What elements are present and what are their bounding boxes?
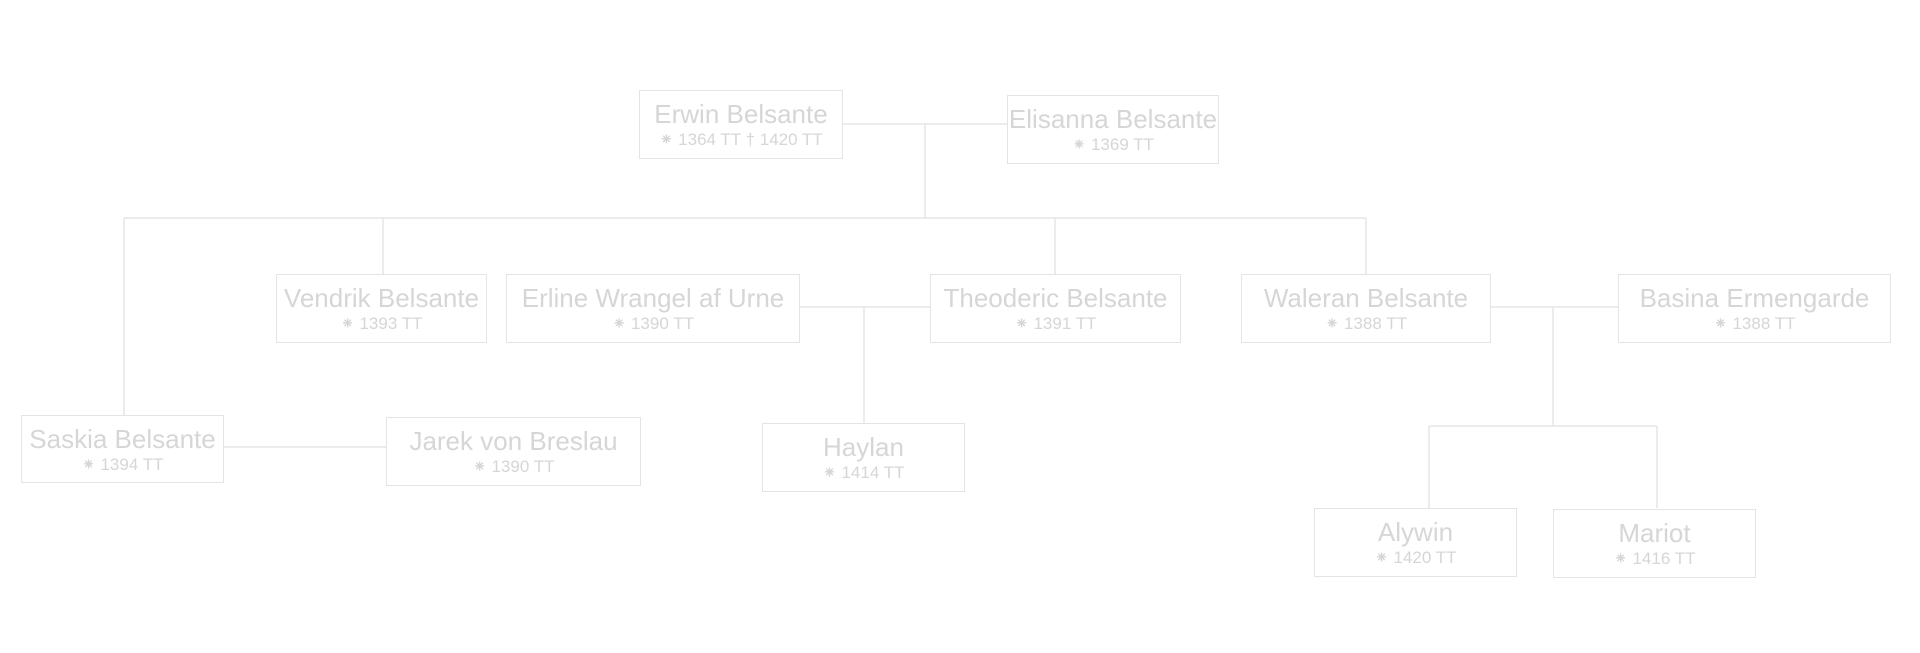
person-dates: ⁕ 1369 TT — [1072, 135, 1154, 154]
person-dates: ⁕ 1416 TT — [1613, 549, 1696, 568]
person-basina-ermengarde[interactable]: Basina Ermengarde ⁕ 1388 TT — [1618, 274, 1891, 343]
person-dates: ⁕ 1420 TT — [1374, 548, 1457, 567]
person-dates: ⁕ 1388 TT — [1713, 314, 1796, 333]
person-name: Waleran Belsante — [1263, 283, 1469, 313]
person-jarek-von-breslau[interactable]: Jarek von Breslau ⁕ 1390 TT — [386, 417, 641, 486]
person-theoderic-belsante[interactable]: Theoderic Belsante ⁕ 1391 TT — [930, 274, 1181, 343]
person-name: Erline Wrangel af Urne — [521, 283, 785, 313]
person-dates: ⁕ 1390 TT — [612, 314, 694, 333]
person-dates: ⁕ 1364 TT † 1420 TT — [659, 130, 823, 149]
person-name: Elisanna Belsante — [1008, 104, 1218, 134]
person-name: Erwin Belsante — [654, 99, 828, 129]
person-name: Mariot — [1618, 518, 1691, 548]
person-name: Vendrik Belsante — [283, 283, 480, 313]
person-dates: ⁕ 1393 TT — [340, 314, 423, 333]
person-waleran-belsante[interactable]: Waleran Belsante ⁕ 1388 TT — [1241, 274, 1491, 343]
person-dates: ⁕ 1414 TT — [822, 463, 905, 482]
person-elisanna-belsante[interactable]: Elisanna Belsante ⁕ 1369 TT — [1007, 95, 1219, 164]
person-mariot[interactable]: Mariot ⁕ 1416 TT — [1553, 509, 1756, 578]
person-saskia-belsante[interactable]: Saskia Belsante ⁕ 1394 TT — [21, 415, 224, 483]
person-name: Haylan — [823, 432, 904, 462]
person-name: Basina Ermengarde — [1639, 283, 1870, 313]
person-name: Alywin — [1377, 517, 1454, 547]
person-dates: ⁕ 1391 TT — [1014, 314, 1097, 333]
person-name: Theoderic Belsante — [943, 283, 1168, 313]
person-erline-wrangel-af-urne[interactable]: Erline Wrangel af Urne ⁕ 1390 TT — [506, 274, 800, 343]
person-name: Saskia Belsante — [29, 423, 216, 454]
person-name: Jarek von Breslau — [409, 426, 618, 456]
person-erwin-belsante[interactable]: Erwin Belsante ⁕ 1364 TT † 1420 TT — [639, 90, 843, 159]
person-alywin[interactable]: Alywin ⁕ 1420 TT — [1314, 508, 1517, 577]
person-dates: ⁕ 1388 TT — [1325, 314, 1407, 333]
person-vendrik-belsante[interactable]: Vendrik Belsante ⁕ 1393 TT — [276, 274, 487, 343]
person-dates: ⁕ 1390 TT — [472, 457, 555, 476]
person-dates: ⁕ 1394 TT — [81, 454, 164, 474]
person-haylan[interactable]: Haylan ⁕ 1414 TT — [762, 423, 965, 492]
